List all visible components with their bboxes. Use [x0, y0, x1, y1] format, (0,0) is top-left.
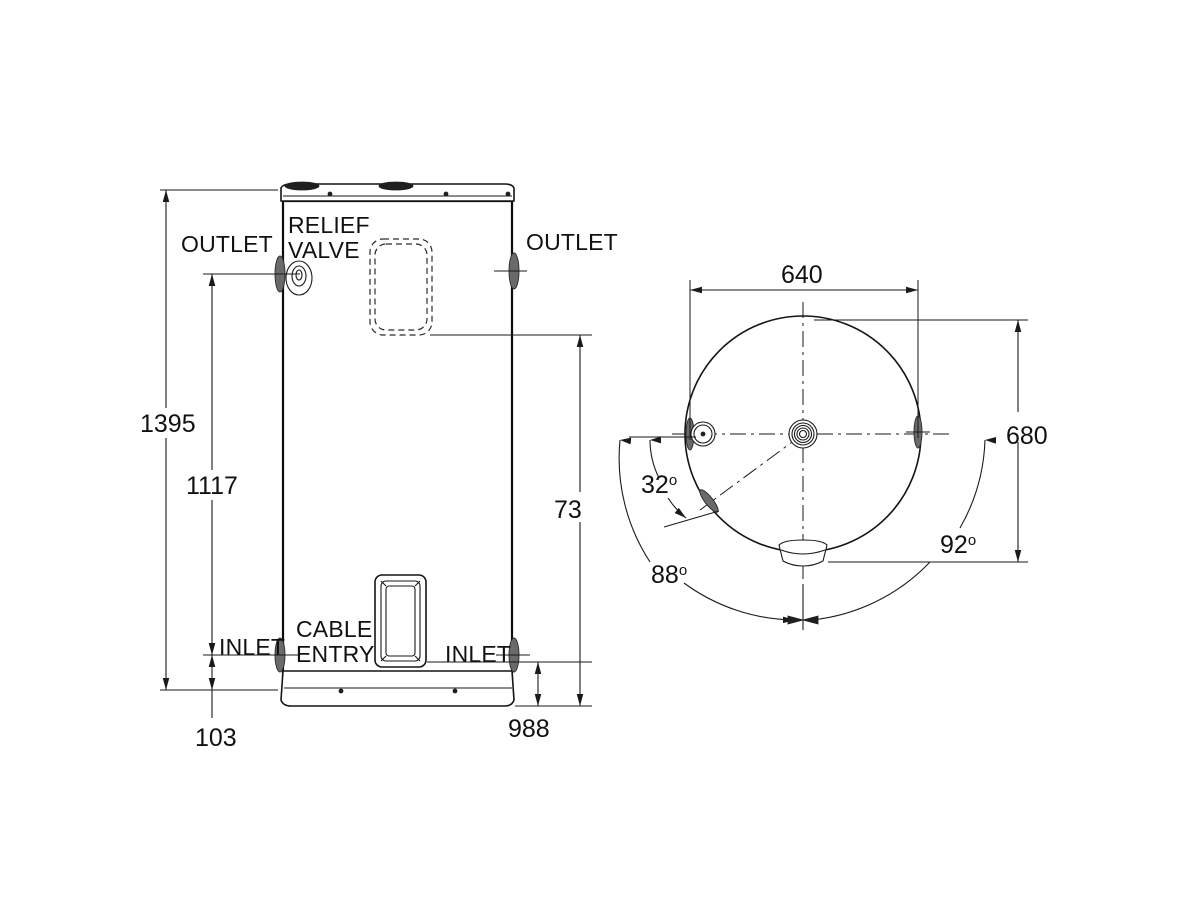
- outlet-nozzle-right: [494, 252, 527, 290]
- tank-body-outline: [280, 181, 515, 707]
- top-bump-center: [378, 181, 414, 191]
- plan-center-boss: [788, 419, 818, 449]
- dimension-640: 640: [689, 261, 919, 440]
- angle-88-arc-upper: [618, 437, 651, 563]
- plan-foot-curve: [780, 549, 826, 555]
- plan-bottom-arrow-right: [801, 615, 819, 625]
- center-boss-ring-2: [791, 422, 815, 446]
- angle-92-group: 92o: [811, 436, 997, 621]
- angle-88-arc-lower: [683, 582, 796, 624]
- dim-640-value: 640: [781, 261, 823, 289]
- angle-88-group: 88o: [618, 437, 796, 624]
- bottom-rivet-1: [338, 688, 344, 694]
- plan-bottom-arrow-left: [787, 615, 805, 625]
- center-boss-ring-5: [798, 429, 808, 439]
- dimension-1117: 1117: [186, 273, 272, 656]
- label-outlet-right: OUTLET: [526, 229, 618, 255]
- label-relief-valve-line1: RELIEF: [288, 212, 370, 238]
- dim-1395-value: 1395: [140, 410, 196, 438]
- cable-entry-panel: [374, 574, 427, 668]
- relief-valve-inner: [295, 269, 303, 281]
- outlet-nozzle-left: [262, 255, 300, 293]
- plan-bottom-foot: [778, 539, 828, 567]
- plan-nozzle-angled: [699, 489, 719, 513]
- angle-32-value: 32o: [641, 471, 677, 499]
- label-inlet-left: INLET: [219, 634, 285, 660]
- label-cable-entry-line1: CABLE: [296, 616, 372, 642]
- dimension-73: 103: [195, 655, 237, 752]
- angle-92-value: 92o: [940, 531, 976, 559]
- angle-92-arc-lower: [811, 561, 931, 621]
- label-inlet-right: INLET: [445, 641, 511, 667]
- front-elevation-group: OUTLET OUTLET RELIEF VALVE INLET INLET C…: [140, 181, 618, 752]
- upper-panel-outer: [369, 238, 433, 336]
- plan-foot-shape: [778, 539, 828, 567]
- dimension-1395: 1395: [140, 189, 278, 691]
- bottom-rivet-2: [452, 688, 458, 694]
- top-rivet-1: [327, 191, 333, 197]
- relief-valve-assembly: [285, 260, 313, 296]
- label-relief-valve-line2: VALVE: [288, 237, 360, 263]
- cable-panel-corners: [380, 580, 421, 662]
- center-boss-ring-1: [788, 419, 818, 449]
- plan-nozzle-left-dot: [700, 431, 706, 437]
- plan-nozzle-left-inner: [693, 424, 713, 444]
- dim-103-value: 988: [508, 715, 550, 743]
- top-plan-group: 640 680 32o 88o 92o: [618, 261, 1048, 630]
- tank-top-cap: [280, 183, 515, 202]
- angle-32-ext-arm: [663, 510, 720, 528]
- dimension-988: 73: [427, 334, 592, 707]
- top-rivet-3: [505, 191, 511, 197]
- cable-panel-inner: [385, 585, 416, 657]
- upper-panel-inner: [374, 243, 428, 331]
- plan-angled-centerline: [699, 433, 804, 511]
- angle-32-arc-lower: [667, 497, 687, 519]
- top-rivet-2: [443, 191, 449, 197]
- top-bump-left: [284, 181, 320, 191]
- label-outlet-left: OUTLET: [181, 231, 273, 257]
- dim-73-value: 103: [195, 724, 237, 752]
- plan-nozzle-angled-flange: [699, 489, 719, 513]
- dim-1117-value: 1117: [186, 472, 238, 500]
- dim-988-value: 73: [554, 496, 582, 524]
- upper-access-panel: [369, 238, 433, 336]
- angle-88-value: 88o: [651, 561, 687, 589]
- dim-680-value: 680: [1006, 422, 1048, 450]
- dimension-680: 680: [814, 319, 1048, 563]
- label-cable-entry-line2: ENTRY: [296, 641, 375, 667]
- inlet-nozzle-right: [496, 637, 530, 673]
- angle-32-arc-upper: [649, 436, 662, 479]
- angle-92-arc-upper: [959, 436, 997, 529]
- center-boss-ring-4: [796, 427, 810, 441]
- angle-32-group: 32o: [629, 436, 720, 528]
- dimension-103: 988: [508, 662, 550, 743]
- center-boss-ring-3: [793, 424, 813, 444]
